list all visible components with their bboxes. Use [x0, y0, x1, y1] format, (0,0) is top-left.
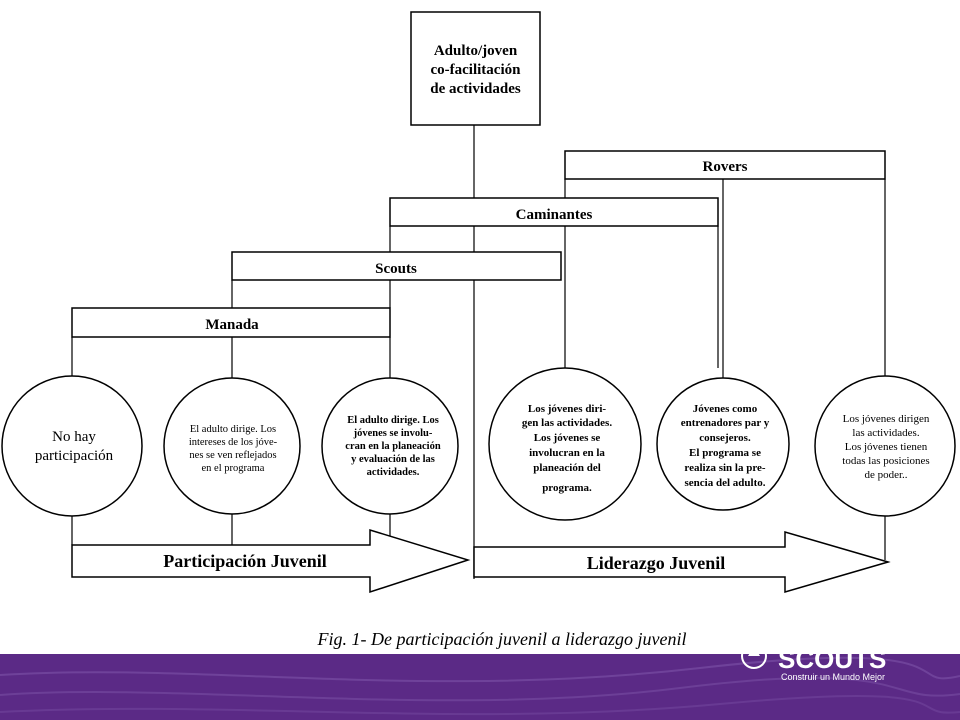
bar-rovers-label: Rovers [703, 159, 748, 175]
circle-no-participation: No hay participación [1, 375, 143, 517]
circle-youth-trainers: Jóvenes como entrenadores par y consejer… [656, 377, 790, 511]
circle-1-line-1: No hay [52, 429, 96, 445]
bar-caminantes-label: Caminantes [516, 207, 593, 223]
circle-6-line-2: las actividades. [852, 427, 919, 439]
circle-3-line-5: actividades. [367, 467, 420, 478]
circle-2-line-3: nes se ven reflejados [189, 450, 276, 461]
circle-youth-lead-activities: Los jóvenes diri- gen las actividades. L… [488, 367, 642, 521]
arrow-liderazgo: Liderazgo Juvenil [473, 531, 891, 593]
circle-youth-all-power: Los jóvenes dirigen las actividades. Los… [814, 375, 956, 517]
circle-5-line-3: consejeros. [699, 432, 751, 444]
top-box: Adulto/joven co-facilitación de activida… [410, 11, 541, 126]
arrow-liderazgo-label: Liderazgo Juvenil [587, 553, 726, 573]
circle-5-line-2: entrenadores par y [681, 417, 770, 429]
top-box-line-1: Adulto/joven [434, 43, 518, 59]
circle-5-line-6: sencia del adulto. [685, 477, 766, 489]
footer-band [0, 654, 960, 720]
circle-3-line-2: jóvenes se involu- [353, 428, 433, 439]
circle-3-line-3: cran en la planeación [345, 441, 441, 452]
bar-scouts: Scouts [231, 251, 562, 281]
circle-adult-directs-planning: El adulto dirige. Los jóvenes se involu-… [321, 377, 459, 515]
circle-4-line-6: programa. [542, 482, 592, 494]
scouts-logo: SCOUTS Construir un Mundo Mejor [741, 643, 886, 682]
circle-4-line-4: involucran en la [529, 447, 605, 459]
circle-6-line-4: todas las posiciones [842, 455, 929, 467]
circle-5-line-4: El programa se [689, 447, 761, 459]
circle-4-line-1: Los jóvenes diri- [528, 403, 607, 415]
circle-6-line-1: Los jóvenes dirigen [843, 413, 930, 425]
circle-4-line-5: planeación del [533, 462, 601, 474]
circle-adult-directs-interests: El adulto dirige. Los intereses de los j… [163, 377, 301, 515]
arrow-participacion-label: Participación Juvenil [163, 551, 327, 571]
bar-rovers: Rovers [564, 150, 886, 180]
circle-4-line-2: gen las actividades. [522, 417, 612, 429]
circle-3-line-4: y evaluación de las [351, 454, 435, 465]
circle-5-line-1: Jóvenes como [693, 403, 758, 415]
arrow-participacion: Participación Juvenil [71, 528, 471, 594]
circle-4-line-3: Los jóvenes se [534, 432, 601, 444]
scouts-tagline: Construir un Mundo Mejor [781, 672, 885, 682]
bar-manada-label: Manada [205, 317, 259, 333]
bar-caminantes: Caminantes [389, 197, 719, 227]
circle-2-line-2: intereses de los jóve- [189, 437, 278, 448]
circle-5-line-5: realiza sin la pre- [684, 462, 766, 474]
circle-1-line-2: participación [35, 448, 114, 464]
top-box-line-3: de actividades [430, 81, 521, 97]
circle-2-line-1: El adulto dirige. Los [190, 424, 276, 435]
circle-6-line-5: de poder.. [864, 469, 907, 481]
circle-3-line-1: El adulto dirige. Los [347, 415, 439, 426]
connector-lines [71, 125, 886, 579]
scouts-wordmark: SCOUTS [778, 644, 886, 674]
figure-caption: Fig. 1- De participación juvenil a lider… [317, 629, 687, 649]
top-box-line-2: co-facilitación [431, 62, 522, 78]
bar-scouts-label: Scouts [375, 261, 417, 277]
bar-manada: Manada [71, 307, 391, 338]
circle-6-line-3: Los jóvenes tienen [845, 441, 928, 453]
circle-2-line-4: en el programa [202, 463, 265, 474]
